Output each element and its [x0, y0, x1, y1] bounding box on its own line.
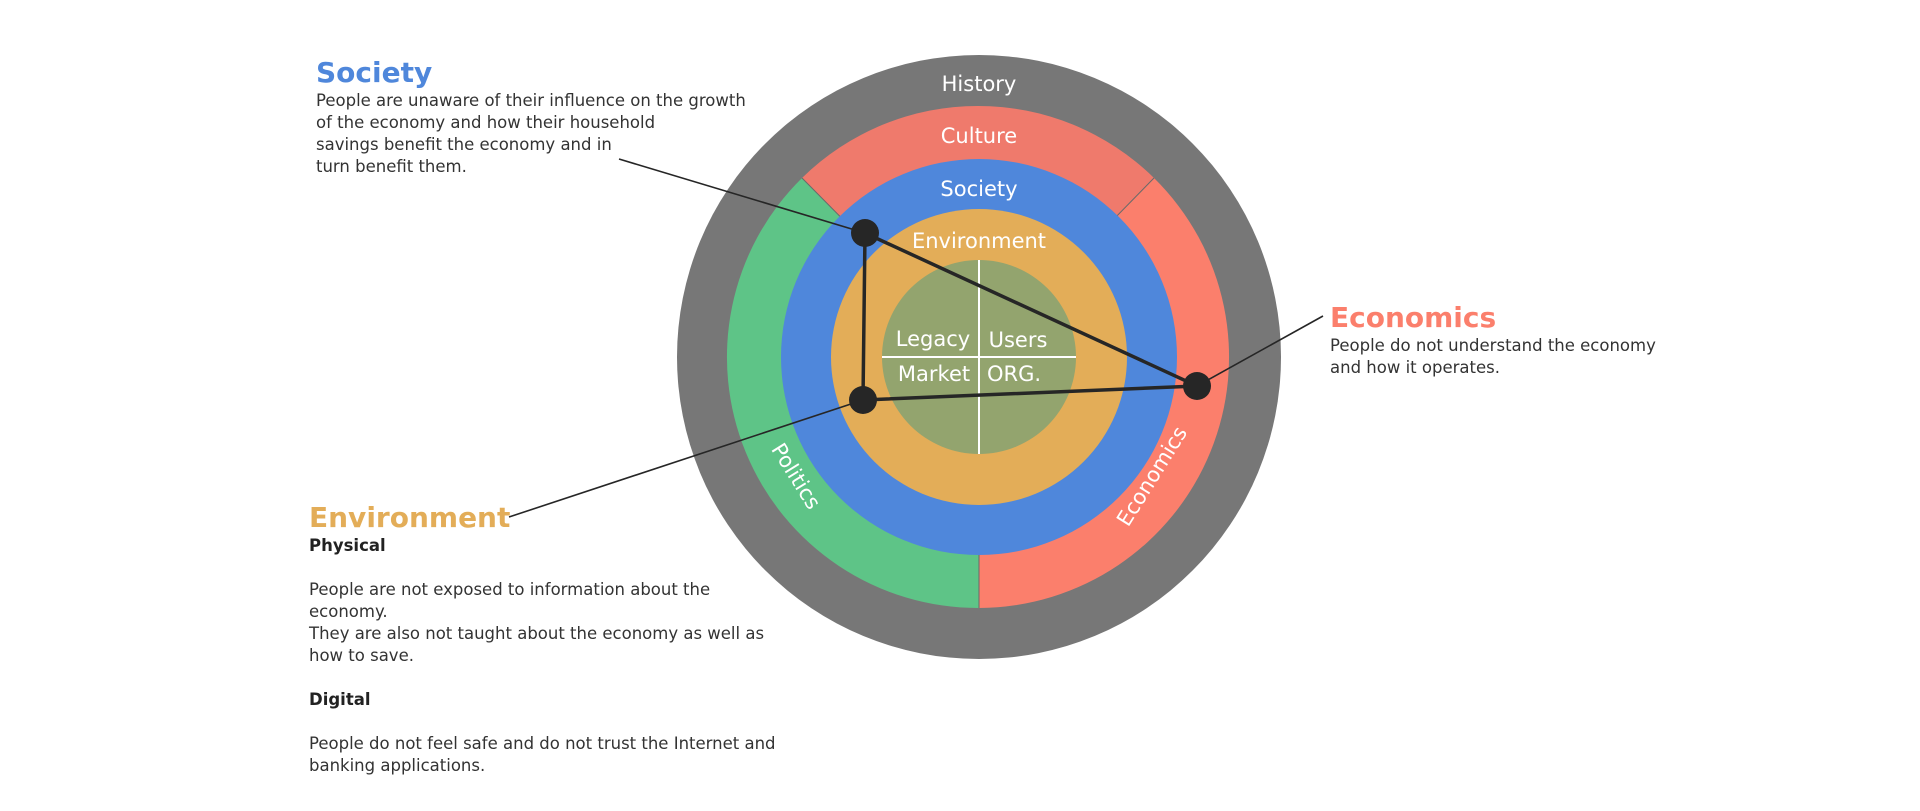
environment-node — [849, 386, 877, 414]
connection-triangle — [861, 231, 1199, 402]
core-users-label: Users — [989, 328, 1048, 352]
society-node — [851, 219, 879, 247]
economics-callout-body: People do not understand the economy and… — [1330, 336, 1656, 377]
core-org-label: ORG. — [987, 362, 1041, 386]
society-ring-label: Society — [940, 177, 1017, 201]
society-leader-line — [618, 158, 866, 234]
economics-callout-title: Economics — [1330, 301, 1497, 334]
environment-ring-label: Environment — [912, 229, 1046, 253]
society-callout: Society People are unaware of their infl… — [316, 56, 756, 178]
environment-callout-title: Environment — [309, 501, 511, 534]
core-market-label: Market — [898, 362, 970, 386]
history-label: History — [942, 72, 1017, 96]
digital-body: People do not feel safe and do not trust… — [309, 734, 776, 775]
society-callout-body: People are unaware of their influence on… — [316, 91, 746, 176]
environment-callout: Environment Physical People are not expo… — [309, 501, 779, 777]
culture-label: Culture — [941, 124, 1017, 148]
economics-node — [1183, 372, 1211, 400]
economics-callout: Economics People do not understand the e… — [1330, 301, 1670, 379]
core-legacy-label: Legacy — [896, 327, 970, 351]
physical-body: People are not exposed to information ab… — [309, 580, 765, 665]
economics-leader-line — [1196, 315, 1324, 387]
environment-leader-line — [508, 399, 864, 518]
physical-heading: Physical — [309, 536, 386, 555]
society-callout-title: Society — [316, 56, 433, 89]
digital-heading: Digital — [309, 690, 371, 709]
